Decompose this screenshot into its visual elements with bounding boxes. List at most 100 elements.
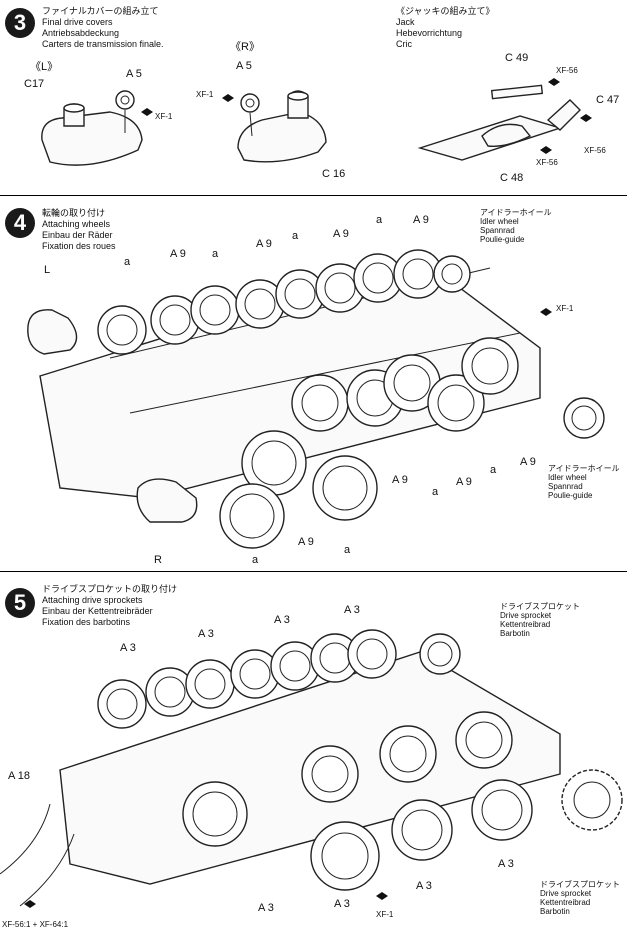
sprocket-bottom-label: ドライブスプロケット Drive sprocket Kettentreibrad… [540, 880, 620, 916]
part-c48: C 48 [500, 172, 524, 184]
lower-road-wheels-step5 [182, 711, 623, 891]
sprocket-bottom-de: Kettentreibrad [540, 898, 591, 907]
sprocket-top-label: ドライブスプロケット Drive sprocket Kettentreibrad… [500, 602, 580, 638]
part-a9-2: A 9 [256, 238, 272, 250]
step-5-number: 5 [5, 588, 35, 618]
step-4-title-jp: 転輪の取り付け [42, 208, 106, 218]
part-a-8: a [252, 554, 259, 566]
part-a9-7: A 9 [520, 456, 536, 468]
part-a-7: a [344, 544, 351, 556]
step-3-section: 3 ファイナルカバーの組み立て Final drive covers Antri… [0, 0, 627, 195]
paint-xf1-left: XF-1 [155, 112, 173, 121]
part-c17: C17 [24, 78, 45, 90]
paint-xf56-c: XF-56 [536, 158, 558, 167]
drive-shaft-a18-1 [0, 803, 51, 875]
part-a-4: a [376, 214, 383, 226]
step-5-section: 5 ドライブスプロケットの取り付け Attaching drive sprock… [0, 574, 627, 933]
idler-top-de: Spannrad [480, 226, 515, 235]
part-c16: C 16 [322, 168, 346, 180]
step-4-drawing [27, 249, 605, 549]
step-5-drawing [0, 629, 623, 908]
part-c47: C 47 [596, 94, 620, 106]
step-3-title-jp: ファイナルカバーの組み立て [42, 6, 159, 16]
drive-shaft-a18-2 [19, 833, 75, 907]
step-4-section: 4 転輪の取り付け Attaching wheels Einbau der Rä… [0, 198, 627, 570]
sprocket-top-fr: Barbotin [500, 629, 530, 638]
part-a9-8: A 9 [298, 536, 314, 548]
part-a3-4: A 3 [344, 604, 360, 616]
idler-bottom-fr: Poulie-guide [548, 491, 593, 500]
right-drive-housing [136, 478, 198, 523]
step-3-title-en: Final drive covers [42, 17, 113, 27]
part-a18: A 18 [8, 770, 31, 782]
left-final-drive-cover [41, 90, 153, 166]
sprocket-bottom-en: Drive sprocket [540, 889, 592, 898]
part-a-3: a [292, 230, 299, 242]
step-4-title: 転輪の取り付け Attaching wheels Einbau der Räde… [42, 208, 116, 252]
part-a9-4: A 9 [413, 214, 429, 226]
step-4-title-fr: Fixation des roues [42, 241, 116, 251]
jack-assembly [417, 78, 592, 161]
jack-title: 《ジャッキの組み立て》 Jack Hebevorrichtung Cric [396, 6, 495, 50]
step-5-title-de: Einbau der Kettentreibräder [42, 606, 153, 616]
step-5-title: ドライブスプロケットの取り付け Attaching drive sprocket… [42, 584, 177, 628]
step-4-title-de: Einbau der Räder [42, 230, 113, 240]
step-5-title-en: Attaching drive sprockets [42, 595, 143, 605]
sprocket-top-de: Kettentreibrad [500, 620, 551, 629]
step-3-title-de: Antriebsabdeckung [42, 28, 120, 38]
step-4-number: 4 [5, 208, 35, 238]
part-a3-6: A 3 [416, 880, 432, 892]
upper-road-wheels-step5 [97, 629, 461, 729]
part-a-1: a [124, 256, 131, 268]
part-a3-5: A 3 [498, 858, 514, 870]
step-3-title-fr: Carters de transmission finale. [42, 39, 164, 49]
step-3-title: ファイナルカバーの組み立て Final drive covers Antrieb… [42, 6, 164, 50]
idler-bottom-de: Spannrad [548, 482, 583, 491]
part-a9-1: A 9 [170, 248, 186, 260]
idler-top-jp: アイドラーホイール [480, 208, 552, 217]
part-a-6: a [490, 464, 497, 476]
jack-title-jp: 《ジャッキの組み立て》 [396, 6, 495, 16]
part-a-2: a [212, 248, 219, 260]
sprocket-top-jp: ドライブスプロケット [500, 602, 580, 611]
part-a3-1: A 3 [120, 642, 136, 654]
step-4-title-en: Attaching wheels [42, 219, 111, 229]
part-a3-8: A 3 [258, 902, 274, 914]
divider-4-5 [0, 571, 627, 572]
part-a3-3: A 3 [274, 614, 290, 626]
part-a-5: a [432, 486, 439, 498]
idler-bottom-label: アイドラーホイール Idler wheel Spannrad Poulie-gu… [548, 464, 620, 500]
paint-xf1-step4: XF-1 [556, 304, 574, 313]
jack-title-fr: Cric [396, 39, 412, 49]
sprocket-bottom-fr: Barbotin [540, 907, 570, 916]
part-c49: C 49 [505, 52, 529, 64]
step-5-title-jp: ドライブスプロケットの取り付け [42, 584, 178, 594]
part-a5-left: A 5 [126, 68, 142, 80]
idler-bottom-jp: アイドラーホイール [548, 464, 620, 473]
step-3-drawing [41, 78, 592, 166]
paint-xf56-b: XF-56 [584, 146, 606, 155]
sprocket-bottom-jp: ドライブスプロケット [540, 880, 620, 889]
label-r: R [154, 554, 162, 566]
part-a9-5: A 9 [392, 474, 408, 486]
lower-road-wheels [219, 337, 605, 549]
part-a9-6: A 9 [456, 476, 472, 488]
jack-title-en: Jack [396, 17, 415, 27]
idler-top-en: Idler wheel [480, 217, 519, 226]
part-a3-2: A 3 [198, 628, 214, 640]
paint-mix-xf56-xf64: XF-56:1 + XF-64:1 [2, 920, 69, 929]
right-final-drive-cover [222, 90, 327, 163]
part-a5-right: A 5 [236, 60, 252, 72]
idler-top-fr: Poulie-guide [480, 235, 525, 244]
idler-top-label: アイドラーホイール Idler wheel Spannrad Poulie-gu… [480, 208, 552, 244]
upper-road-wheels [97, 249, 471, 355]
jack-title-de: Hebevorrichtung [396, 28, 463, 38]
right-tag: 《R》 [230, 41, 260, 53]
label-l: L [44, 264, 51, 276]
paint-xf1-step5: XF-1 [376, 910, 394, 919]
paint-xf56-a: XF-56 [556, 66, 578, 75]
left-drive-housing [27, 309, 78, 355]
idler-bottom-en: Idler wheel [548, 473, 587, 482]
part-a3-7: A 3 [334, 898, 350, 910]
step-5-title-fr: Fixation des barbotins [42, 617, 131, 627]
